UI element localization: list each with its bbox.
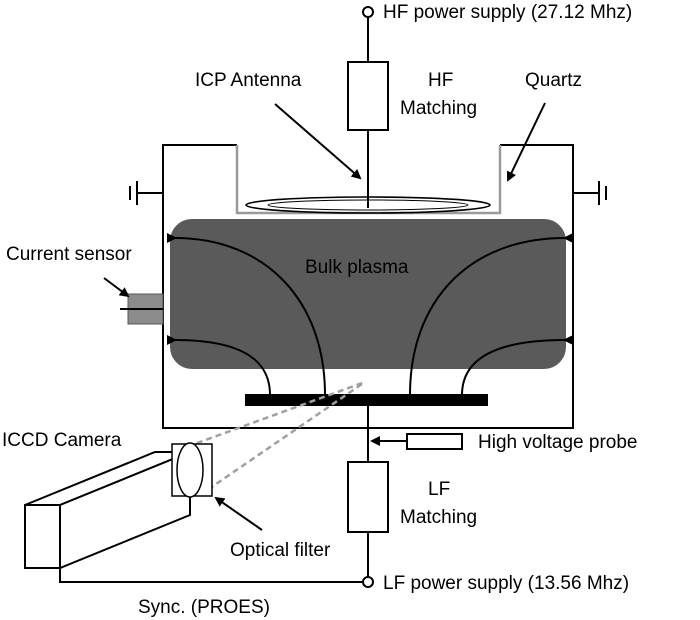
icp-antenna-label: ICP Antenna bbox=[195, 70, 302, 91]
field-line-right-inner bbox=[461, 334, 574, 396]
hf-terminal bbox=[362, 6, 374, 18]
optical-filter-label: Optical filter bbox=[230, 540, 331, 561]
quartz-label: Quartz bbox=[525, 70, 582, 91]
hf-matching-label-line1: HF bbox=[428, 70, 453, 91]
icp-antenna-coil-inner bbox=[267, 199, 469, 211]
icp-antenna-arrow bbox=[274, 103, 362, 180]
chamber-wall-right bbox=[370, 144, 574, 429]
hf-matching-label-line2: Matching bbox=[400, 98, 477, 119]
iccd-camera-icon bbox=[24, 442, 213, 570]
field-line-left-outer bbox=[166, 232, 326, 396]
field-line-left-inner bbox=[166, 334, 271, 396]
lf-matching-label-line2: Matching bbox=[400, 507, 477, 528]
icp-antenna-coil bbox=[245, 196, 491, 214]
substrate-electrode bbox=[245, 394, 488, 406]
iccd-camera-label: ICCD Camera bbox=[2, 430, 122, 451]
optical-filter-arrow bbox=[214, 496, 263, 531]
lf-matching-label-line1: LF bbox=[428, 479, 450, 500]
hf-supply-label: HF power supply (27.12 Mhz) bbox=[383, 2, 632, 23]
quartz-arrow bbox=[506, 102, 546, 182]
chamber-wall-left bbox=[162, 144, 370, 429]
bulk-plasma-label: Bulk plasma bbox=[305, 257, 409, 278]
hf-matching-box bbox=[347, 61, 389, 131]
hv-probe-box bbox=[406, 433, 463, 450]
field-line-right-outer bbox=[409, 232, 574, 396]
current-sensor-arrow bbox=[103, 277, 130, 298]
lf-supply-label: LF power supply (13.56 Mhz) bbox=[383, 573, 629, 594]
sync-line bbox=[59, 568, 363, 583]
ground-left-icon bbox=[129, 181, 163, 205]
current-sensor-label: Current sensor bbox=[6, 244, 132, 265]
hv-probe-label: High voltage probe bbox=[478, 432, 638, 453]
sync-label: Sync. (PROES) bbox=[138, 597, 270, 618]
optical-view-line-lower bbox=[199, 380, 366, 497]
lf-matching-box bbox=[347, 461, 389, 533]
bulk-plasma-region bbox=[170, 219, 566, 369]
optical-view-line-upper bbox=[177, 380, 366, 452]
ground-right-icon bbox=[573, 181, 607, 205]
lf-terminal bbox=[362, 576, 374, 588]
